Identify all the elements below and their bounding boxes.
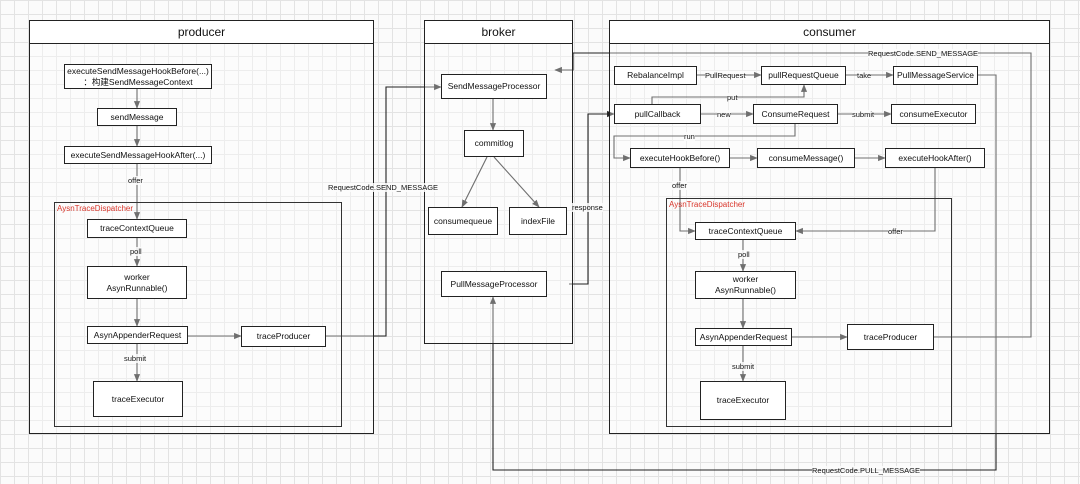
consumer-offer-label: offer xyxy=(672,181,687,190)
consumer-hook-after: executeHookAfter() xyxy=(885,148,985,168)
producer-poll-label: poll xyxy=(130,247,142,256)
arrow-traceproducer-send-top xyxy=(554,52,1032,338)
pull-request-queue: pullRequestQueue xyxy=(761,66,846,85)
consumer-worker: worker AsynRunnable() xyxy=(695,271,796,299)
producer-dispatcher-title: AysnTraceDispatcher xyxy=(57,204,134,213)
consumer-hook-before: executeHookBefore() xyxy=(630,148,730,168)
producer-panel: producer xyxy=(29,20,374,434)
consumer-poll-label: poll xyxy=(738,250,750,259)
consumer-panel: consumer xyxy=(609,20,1050,434)
broker-title: broker xyxy=(425,21,572,44)
consumer-title: consumer xyxy=(610,21,1049,44)
producer-dispatcher-group: AysnTraceDispatcher xyxy=(54,202,342,427)
arrow-pullprocessor-pullcallback xyxy=(569,110,615,285)
producer-submit-label: submit xyxy=(124,354,147,363)
pull-message-label: RequestCode.PULL_MESSAGE xyxy=(812,466,920,475)
run-label: run xyxy=(684,132,695,141)
send-message-top-label: RequestCode.SEND_MESSAGE xyxy=(868,49,979,58)
consumer-dispatcher-group: AysnTraceDispatcher xyxy=(666,198,952,427)
consumequeue: consumequeue xyxy=(428,207,498,235)
index-file: indexFile xyxy=(509,207,567,235)
consumer-trace-producer: traceProducer xyxy=(847,324,934,350)
put-label: put xyxy=(727,93,738,102)
take-label: take xyxy=(857,71,872,80)
consumer-submit-label: submit xyxy=(852,110,875,119)
consumer-submit2-label: submit xyxy=(732,362,755,371)
consumer-dispatcher-title: AysnTraceDispatcher xyxy=(669,200,746,209)
arrow-hookafter-offer-queue xyxy=(795,168,936,235)
arrow-traceproducer-sendprocessor xyxy=(326,83,442,337)
consumer-appender-request: AsynAppenderRequest xyxy=(695,328,792,346)
pull-message-service: PullMessageService xyxy=(893,66,978,85)
commitlog: commitlog xyxy=(464,130,524,157)
send-message: sendMessage xyxy=(97,108,177,126)
pull-callback: pullCallback xyxy=(614,104,701,124)
producer-worker: worker AsynRunnable() xyxy=(87,266,187,299)
arrow-commitlog-indexfile xyxy=(493,156,540,208)
producer-hook-before: executeSendMessageHookBefore(...) ：构建Sen… xyxy=(64,64,212,89)
consumer-trace-context-queue: traceContextQueue xyxy=(695,222,796,240)
send-message-processor: SendMessageProcessor xyxy=(441,74,547,99)
send-message-left-label: RequestCode.SEND_MESSAGE xyxy=(328,183,439,192)
consumer-offer-right-label: offer xyxy=(888,227,903,236)
rebalance-impl: RebalanceImpl xyxy=(614,66,697,85)
pull-message-processor: PullMessageProcessor xyxy=(441,271,547,297)
pull-request-label: PullRequest xyxy=(705,71,746,80)
consume-executor: consumeExecutor xyxy=(891,104,976,124)
producer-offer-label: offer xyxy=(128,176,143,185)
consume-message: consumeMessage() xyxy=(757,148,855,168)
new-label: new xyxy=(717,110,731,119)
arrow-run-hookbefore xyxy=(613,124,796,162)
response-label: response xyxy=(572,203,603,212)
producer-trace-context-queue: traceContextQueue xyxy=(87,219,187,238)
arrow-service-pull-message xyxy=(489,74,997,471)
consumer-trace-executor: traceExecutor xyxy=(700,381,786,420)
producer-trace-executor: traceExecutor xyxy=(93,381,183,417)
producer-appender-request: AsynAppenderRequest xyxy=(87,326,188,344)
arrow-commitlog-consumequeue xyxy=(461,156,488,208)
producer-hook-after: executeSendMessageHookAfter(...) xyxy=(64,146,212,164)
consume-request: ConsumeRequest xyxy=(753,104,838,124)
producer-title: producer xyxy=(30,21,373,44)
producer-trace-producer: traceProducer xyxy=(241,326,326,347)
